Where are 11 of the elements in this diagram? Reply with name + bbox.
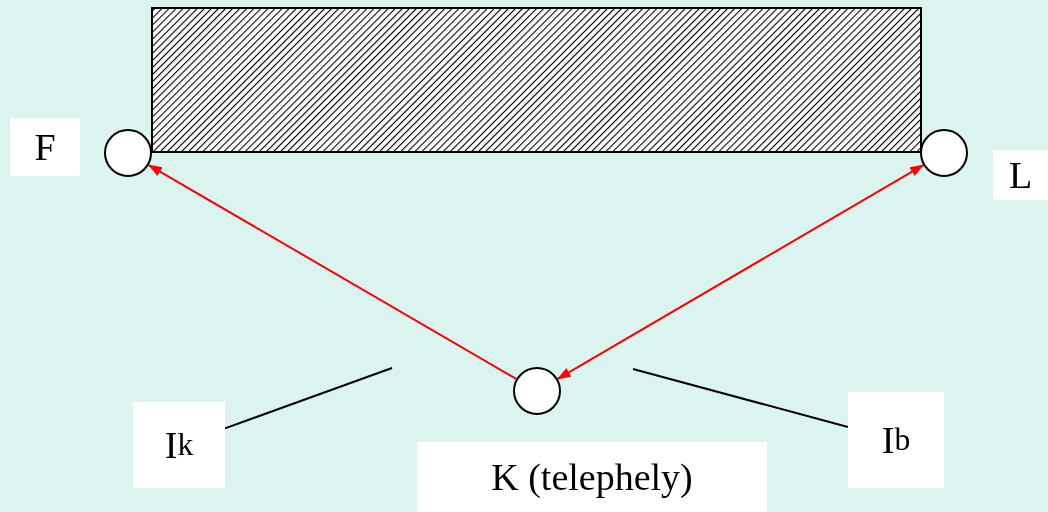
leader-line bbox=[632, 368, 849, 429]
arrow bbox=[556, 164, 925, 380]
point-label: K (telephely) bbox=[417, 442, 767, 512]
arrow bbox=[147, 164, 518, 380]
joint-circle bbox=[104, 129, 152, 177]
leader-line bbox=[224, 367, 393, 430]
joint-circle bbox=[513, 367, 561, 415]
hatched-beam bbox=[151, 7, 922, 153]
joint-circle bbox=[920, 129, 968, 177]
point-label: F bbox=[10, 118, 80, 176]
point-label: L bbox=[993, 150, 1048, 200]
